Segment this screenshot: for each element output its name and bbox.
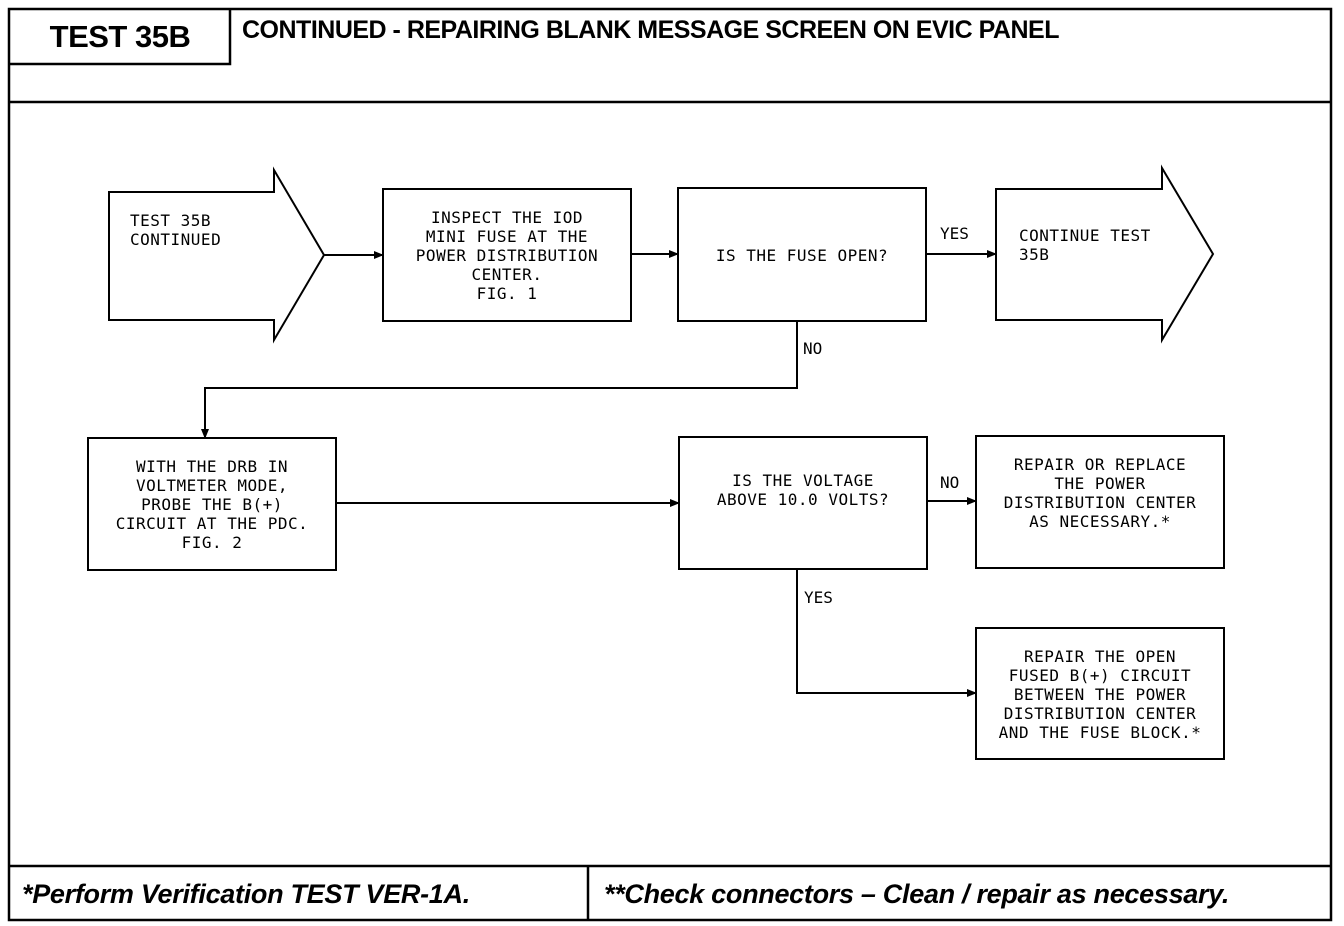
decision-voltage-box: [678, 436, 928, 570]
start-arrow-shape: [108, 166, 326, 344]
test-label-box: [9, 9, 232, 66]
fuse-no-label: NO: [803, 339, 823, 358]
start-node-text: TEST 35B CONTINUED: [130, 211, 222, 249]
fuse-yes-label: YES: [940, 224, 969, 243]
voltage-yes-label: YES: [804, 588, 833, 607]
repair-circuit-text: REPAIR THE OPEN FUSED B(+) CIRCUIT BETWE…: [998, 646, 1202, 742]
connector-no-probe: [201, 321, 798, 439]
repair-circuit-box: [975, 627, 1225, 760]
voltage-no-label: NO: [940, 473, 960, 492]
decision-fuse-text: IS THE FUSE OPEN?: [715, 245, 889, 265]
repair-pdc-text: REPAIR OR REPLACE THE POWER DISTRIBUTION…: [1003, 455, 1197, 531]
footer-connectors-note: **Check connectors – Clean / repair as n…: [604, 878, 1230, 909]
test-label: TEST 35B: [49, 19, 191, 54]
decision-fuse-box: [677, 187, 927, 322]
repair-pdc-box: [975, 435, 1225, 569]
inspect-node-text: INSPECT THE IOD MINI FUSE AT THE POWER D…: [415, 207, 599, 303]
continue-node-text: CONTINUE TEST 35B: [1019, 226, 1151, 264]
outer-border: [7, 7, 1333, 922]
probe-node-text: WITH THE DRB IN VOLTMETER MODE, PROBE TH…: [115, 456, 309, 552]
footer-verification-note: *Perform Verification TEST VER-1A.: [22, 878, 470, 909]
decision-voltage-text: IS THE VOLTAGE ABOVE 10.0 VOLTS?: [716, 471, 890, 509]
continue-arrow-shape: [995, 164, 1215, 344]
page-title: CONTINUED - REPAIRING BLANK MESSAGE SCRE…: [242, 16, 1059, 44]
connector-yes-repair-circuit: [796, 569, 977, 697]
